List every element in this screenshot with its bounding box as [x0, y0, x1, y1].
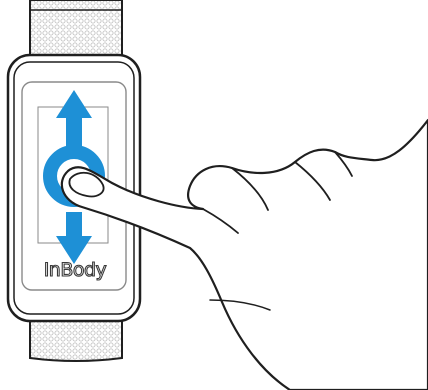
top-strap	[30, 0, 122, 56]
brand-logo: InBody	[44, 259, 107, 281]
bottom-strap	[30, 318, 122, 361]
